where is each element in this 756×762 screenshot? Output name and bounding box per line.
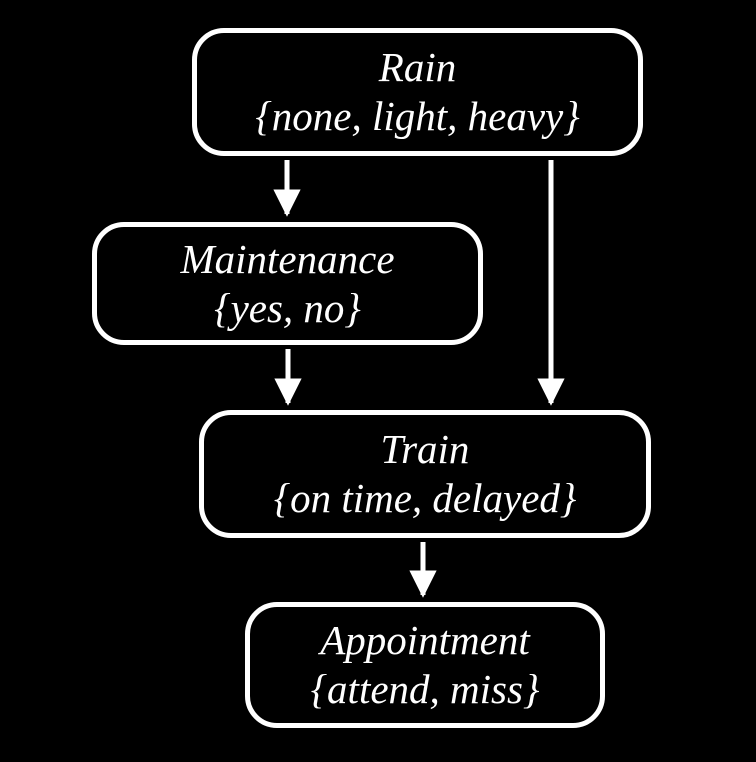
node-maintenance-label: Maintenance	[180, 235, 395, 282]
node-train-values: {on time, delayed}	[273, 475, 577, 521]
node-appointment-values: {attend, miss}	[310, 666, 540, 712]
node-rain-values: {none, light, heavy}	[255, 93, 580, 139]
node-maintenance-values: {yes, no}	[214, 284, 361, 331]
node-rain-label: Rain	[378, 44, 457, 90]
node-maintenance: Maintenance {yes, no}	[92, 222, 483, 345]
node-appointment-label: Appointment	[320, 617, 530, 663]
node-train-label: Train	[380, 426, 470, 472]
node-train: Train {on time, delayed}	[199, 410, 651, 538]
node-rain: Rain {none, light, heavy}	[192, 28, 643, 156]
node-appointment: Appointment {attend, miss}	[245, 602, 605, 728]
